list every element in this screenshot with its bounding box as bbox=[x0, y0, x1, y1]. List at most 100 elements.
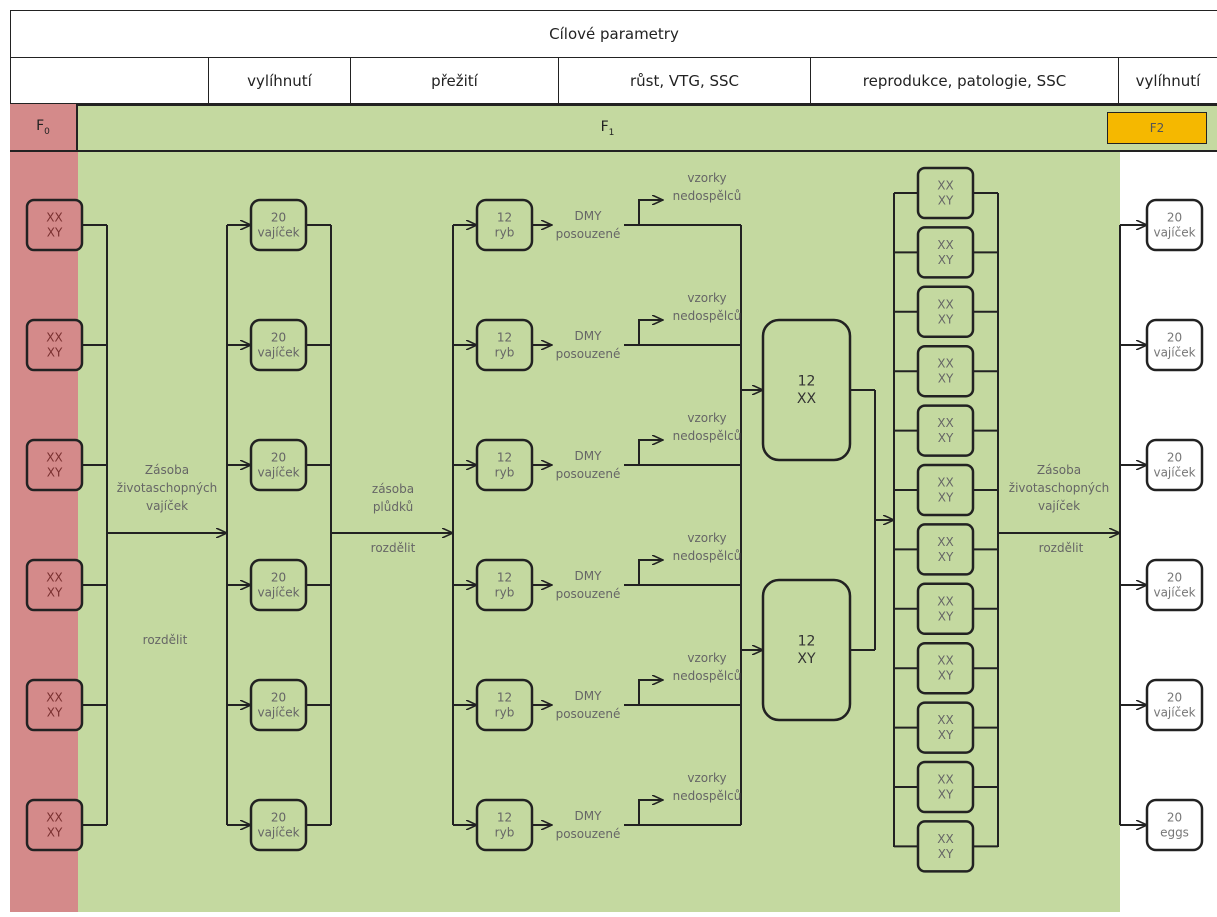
f0-box-2 bbox=[25, 318, 84, 372]
f2-box-4 bbox=[1145, 558, 1204, 612]
label-rozdelit-2: rozdělit bbox=[371, 541, 416, 555]
page-title: Cílové parametry bbox=[549, 25, 679, 43]
sample-arrow bbox=[638, 680, 663, 705]
pair-box-7 bbox=[916, 523, 975, 576]
pair-box-2 bbox=[916, 226, 975, 279]
pool-xx-box bbox=[761, 318, 852, 462]
f2-box-1 bbox=[1145, 198, 1204, 252]
pair-box-4 bbox=[916, 344, 975, 398]
fish-box-4 bbox=[475, 558, 534, 612]
pair-box-11 bbox=[916, 760, 975, 814]
sample-arrow bbox=[638, 800, 663, 825]
column-label: vylíhnutí bbox=[247, 71, 312, 90]
label-rozdelit-1: rozdělit bbox=[143, 633, 188, 647]
egg-box-2 bbox=[249, 318, 308, 372]
fish-box-3 bbox=[475, 438, 534, 492]
column-label: reprodukce, patologie, SSC bbox=[862, 71, 1067, 90]
fish-box-2 bbox=[475, 318, 534, 372]
sample-arrow bbox=[638, 320, 663, 345]
f0-box-1 bbox=[25, 198, 84, 252]
header-col-reproduction: reprodukce, patologie, SSC bbox=[810, 58, 1118, 104]
f0-region bbox=[10, 150, 78, 912]
sample-arrow bbox=[638, 440, 663, 465]
fish-box-6 bbox=[475, 798, 534, 852]
column-label: vylíhnutí bbox=[1135, 71, 1201, 90]
f2-box-2 bbox=[1145, 318, 1204, 372]
header-col-survival: přežití bbox=[350, 58, 558, 104]
pair-box-8 bbox=[916, 582, 975, 636]
f0-label-cell: F0 bbox=[10, 104, 78, 152]
sample-arrow bbox=[638, 200, 663, 225]
label-rozdelit-3: rozdělit bbox=[1039, 541, 1084, 555]
pair-box-9 bbox=[916, 641, 975, 695]
egg-box-1 bbox=[249, 198, 308, 252]
f2-box-3 bbox=[1145, 438, 1204, 492]
pair-box-12 bbox=[916, 820, 975, 873]
egg-box-3 bbox=[249, 438, 308, 492]
f0-box-6 bbox=[25, 798, 84, 852]
egg-box-4 bbox=[249, 558, 308, 612]
header-empty-cell bbox=[10, 58, 208, 104]
egg-box-5 bbox=[249, 678, 308, 732]
pair-box-3 bbox=[916, 285, 975, 339]
sample-arrow bbox=[638, 560, 663, 585]
column-label: růst, VTG, SSC bbox=[629, 71, 739, 90]
header-col-growth: růst, VTG, SSC bbox=[558, 58, 810, 104]
egg-box-6 bbox=[249, 798, 308, 852]
f2-badge: F2 bbox=[1107, 112, 1207, 144]
pair-box-5 bbox=[916, 404, 975, 457]
pair-box-6 bbox=[916, 463, 975, 517]
f1-label: F1 bbox=[600, 118, 615, 138]
f0-box-4 bbox=[25, 558, 84, 612]
f2-box-5 bbox=[1145, 678, 1204, 732]
header-title-cell: Cílové parametry bbox=[10, 10, 1217, 58]
column-label: přežití bbox=[431, 71, 478, 90]
